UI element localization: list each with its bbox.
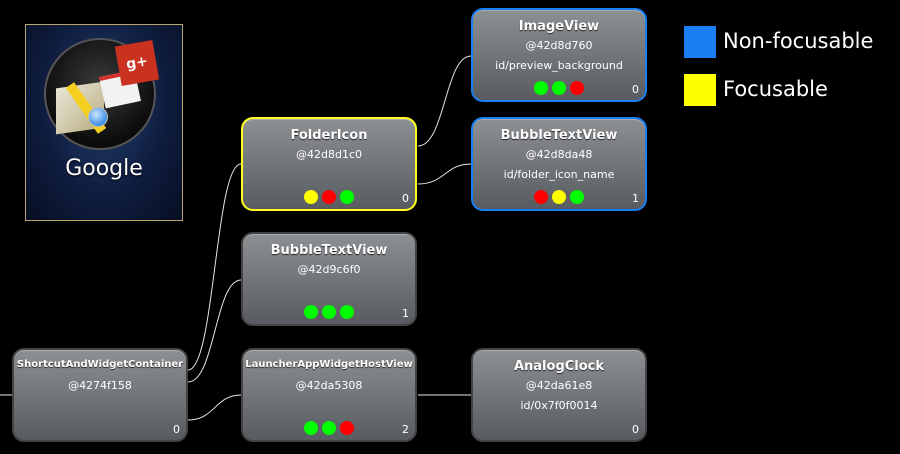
legend-swatch-blue [684, 26, 716, 58]
google-plus-icon: g+ [114, 40, 160, 86]
status-dot-green [570, 190, 584, 204]
status-dots [473, 190, 645, 204]
status-dot-green [322, 305, 336, 319]
node-address: @42d8d760 [525, 39, 593, 52]
child-index: 0 [402, 192, 409, 205]
node-bubble-text-view[interactable]: BubbleTextView @42d9c6f0 1 [241, 232, 417, 326]
status-dot-green [340, 190, 354, 204]
node-title: BubbleTextView [270, 243, 388, 258]
child-index: 2 [402, 423, 409, 436]
node-address: @4274f158 [68, 379, 132, 392]
connector-folder-imageview [417, 55, 472, 147]
status-dot-red [534, 190, 548, 204]
node-address: @42da5308 [295, 379, 363, 392]
legend-swatch-yellow [684, 74, 716, 106]
status-dots [243, 305, 415, 319]
node-analog-clock[interactable]: AnalogClock @42da61e8 id/0x7f0f0014 0 [471, 348, 647, 442]
child-index: 1 [632, 192, 639, 205]
node-folder-icon[interactable]: FolderIcon @42d8d1c0 0 [241, 117, 417, 211]
status-dot-red [570, 81, 584, 95]
connector-shortcut-launcher [187, 394, 242, 421]
status-dots [243, 190, 415, 204]
legend-label: Non-focusable [723, 29, 874, 53]
connector-folder-bubble [417, 163, 472, 185]
node-resource-id: id/folder_icon_name [503, 168, 615, 181]
node-launcher-app-widget-host-view[interactable]: LauncherAppWidgetHostView @42da5308 2 [241, 348, 417, 442]
status-dot-yellow [304, 190, 318, 204]
status-dot-red [322, 190, 336, 204]
node-title: BubbleTextView [500, 128, 618, 143]
legend-label: Focusable [723, 77, 828, 101]
node-address: @42d8d1c0 [295, 148, 362, 161]
connector-shortcut-folder [187, 163, 242, 371]
child-index: 1 [402, 307, 409, 320]
node-title: LauncherAppWidgetHostView [245, 359, 413, 370]
child-index: 0 [173, 423, 180, 436]
status-dots [243, 421, 415, 435]
status-dots [473, 81, 645, 95]
node-title: ImageView [518, 19, 600, 34]
status-dot-green [322, 421, 336, 435]
view-preview-thumbnail: g+ Google [25, 24, 183, 221]
node-title: ShortcutAndWidgetContainer [16, 359, 184, 370]
status-dot-green [340, 305, 354, 319]
status-dot-green [534, 81, 548, 95]
node-shortcut-and-widget-container[interactable]: ShortcutAndWidgetContainer @4274f158 0 [12, 348, 188, 442]
status-dot-green [304, 421, 318, 435]
child-index: 0 [632, 83, 639, 96]
thumbnail-label: Google [65, 156, 143, 181]
node-title: AnalogClock [513, 359, 605, 374]
node-resource-id: id/0x7f0f0014 [520, 399, 598, 412]
node-address: @42d8da48 [525, 148, 593, 161]
node-image-view[interactable]: ImageView @42d8d760 id/preview_backgroun… [471, 8, 647, 102]
location-pin-icon [88, 107, 108, 127]
status-dot-green [304, 305, 318, 319]
node-bubble-text-view-name[interactable]: BubbleTextView @42d8da48 id/folder_icon_… [471, 117, 647, 211]
node-address: @42da61e8 [525, 379, 593, 392]
connector-shortcut-bubble [187, 279, 242, 383]
status-dot-yellow [552, 190, 566, 204]
node-address: @42d9c6f0 [297, 263, 361, 276]
status-dot-red [340, 421, 354, 435]
node-resource-id: id/preview_background [495, 59, 623, 72]
status-dot-green [552, 81, 566, 95]
child-index: 0 [632, 423, 639, 436]
node-title: FolderIcon [290, 128, 368, 143]
